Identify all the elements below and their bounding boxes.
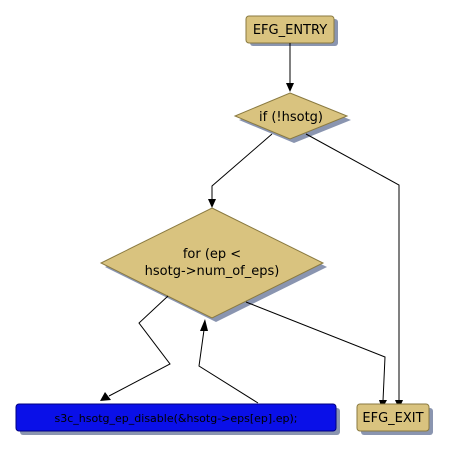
- entry-node: EFG_ENTRY: [245, 15, 338, 46]
- edge-entry-to-if: [286, 43, 294, 92]
- for-loop-label-line2: hsotg->num_of_eps): [145, 264, 280, 279]
- edge-for-to-exit: [245, 301, 387, 409]
- if-hsotg-node: if (!hsotg): [233, 92, 351, 143]
- for-loop-label-line1: for (ep <: [183, 247, 241, 262]
- for-loop-node: for (ep < hsotg->num_of_eps): [99, 207, 327, 322]
- edge-if-to-for: [208, 133, 273, 208]
- edge-for-to-call: [100, 295, 171, 401]
- call-node: s3c_hsotg_ep_disable(&hsotg->eps[ep].ep)…: [15, 403, 340, 435]
- exit-label: EFG_EXIT: [362, 411, 423, 426]
- entry-label: EFG_ENTRY: [253, 23, 327, 38]
- exit-node: EFG_EXIT: [356, 403, 433, 435]
- call-label: s3c_hsotg_ep_disable(&hsotg->eps[ep].ep)…: [55, 412, 298, 425]
- if-hsotg-label: if (!hsotg): [259, 110, 323, 125]
- edge-if-to-exit: [305, 133, 403, 409]
- edge-call-to-for: [198, 319, 259, 404]
